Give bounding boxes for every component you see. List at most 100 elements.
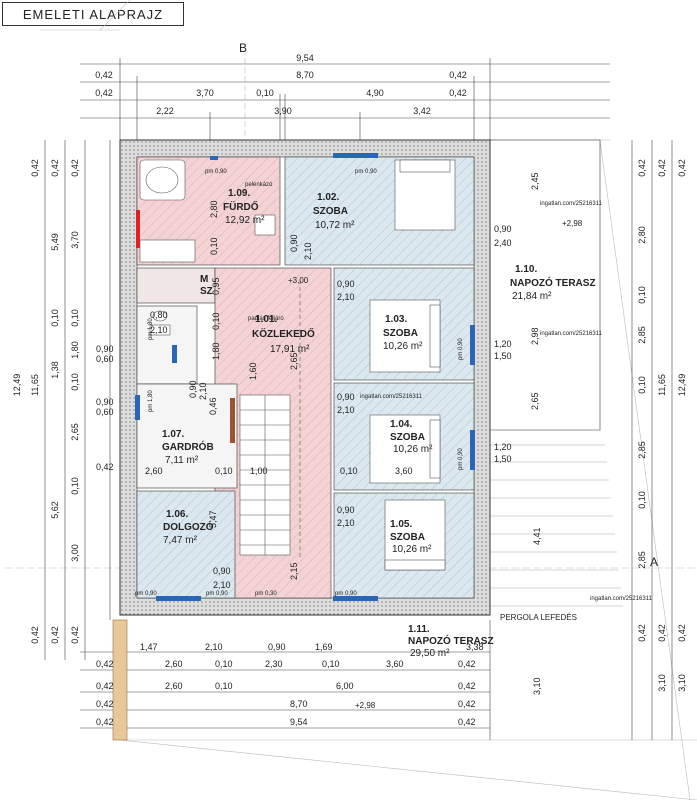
inner-dim: 2,15 [289,562,299,580]
dim-right: 0,10 [637,376,647,394]
dim-bottom: 2,60 [165,659,183,669]
dimension-lines-top [80,58,610,140]
room-110-name: NAPOZÓ TERASZ [510,276,596,289]
furniture [139,159,456,571]
dim-bottom: 0,42 [96,699,114,709]
dim-bottom: 0,42 [458,699,476,709]
sink [254,214,276,236]
dim-left: 0,42 [30,626,40,644]
dim-top: 0,42 [95,88,113,98]
dim-bottom: 0,10 [215,659,233,669]
pm-label: pm 0,90 [205,169,227,175]
dim-top-total: 9,54 [296,53,314,63]
dim-right: 2,80 [637,226,647,244]
room-102-num: 1.02. [317,192,339,203]
inner-dim: 0,90 [188,380,198,398]
room-110-num: 1.10. [515,264,537,275]
inner-dim: 4,41 [532,527,542,545]
room-110-area: 21,84 m² [512,291,552,302]
pm-label: pm 0,90 [335,591,357,597]
dim-bottom: 0,10 [322,659,340,669]
level-terrace: +2,98 [562,219,583,228]
inner-dim: 0,60 [96,407,114,417]
room-107-name: GARDRÓB [162,440,214,453]
dim-right: 12,49 [677,374,687,397]
inner-dim: 1,20 [494,442,512,452]
inner-dim: 2,10 [337,405,355,415]
inner-dim: 2,80 [209,200,219,218]
misc-labels: M SZ +3,00 +2,98 +2,98 PERGOLA LEFEDÉS p… [135,169,653,710]
dim-bottom: 1,47 [140,642,158,652]
room-101-num: 1.01. [255,314,277,325]
inner-dim: 2,40 [494,238,512,248]
inner-dim: 2,10 [150,325,168,335]
axis-b-label: B [239,41,247,55]
room-111-num: 1.11. [408,624,430,635]
inner-dim: 1,20 [494,339,512,349]
room-wc-fill [136,267,216,304]
inner-dim: 2,65 [289,352,299,370]
padlas-label: padlás feljáró [248,316,284,322]
dim-bottom: 8,70 [290,699,308,709]
inner-dim: 1,50 [494,454,512,464]
dim-left: 0,42 [50,626,60,644]
dim-bottom: 0,42 [96,681,114,691]
plan-title: EMELETI ALAPRAJZ [2,2,184,26]
inner-dim: 0,90 [337,279,355,289]
dim-left: 3,70 [70,231,80,249]
shower [139,239,196,263]
door-brown [230,398,235,443]
watermark: ingatlan.com/25216311 [540,201,603,207]
room-111-area: 29,50 m² [410,648,450,659]
inner-dim: 1,60 [248,362,258,380]
inner-dim: 0,80 [150,310,168,320]
inner-dim: 2,10 [198,382,208,400]
dim-bottom: 3,10 [532,677,542,695]
inner-dim: 0,10 [215,466,233,476]
dimension-lines-bottom [80,620,491,740]
dim-left: 0,42 [50,159,60,177]
inner-dim: 5,47 [208,510,218,528]
room-101-area: 17,91 m² [270,344,310,355]
pm-label: pm 0,30 [255,591,277,597]
room-106-name: DOLGOZÓ [163,520,214,533]
inner-dim: 0,90 [96,397,114,407]
room-107-fill [136,383,238,489]
dim-top: 8,70 [296,70,314,80]
dim-left: 1,38 [50,361,60,379]
bed-103 [369,299,441,373]
dim-bottom: 0,42 [96,717,114,727]
dim-right: 0,42 [677,624,687,642]
room-107-area: 7,11 m² [165,455,199,466]
dim-top: 3,70 [196,88,214,98]
inner-dim: 0,46 [208,397,218,415]
dim-right: 3,10 [657,674,667,692]
bed-105 [384,499,446,571]
room-103-area: 10,26 m² [383,341,423,352]
inner-dim: 0,95 [211,277,221,295]
dim-top: 0,42 [449,88,467,98]
room-105-area: 10,26 m² [392,544,432,555]
dim-bottom: 2,60 [165,681,183,691]
dim-right: 2,85 [637,551,647,569]
dimension-text-bottom: 1,47 2,10 0,90 1,69 3,38 0,42 2,60 0,10 … [96,642,542,727]
room-storage-fill [136,305,198,385]
watermark: ingatlan.com/25216311 [540,331,603,337]
pelenkazo-label: pelenkázó [245,182,273,188]
inner-dim: 0,90 [337,392,355,402]
dim-right: 0,42 [677,159,687,177]
pm-label: pm 0,90 [458,448,464,470]
dim-bottom: 0,42 [96,659,114,669]
window [333,153,378,158]
terrace-110-area [489,139,601,431]
room-103-name: SZOBA [383,328,418,339]
window [135,395,140,420]
inner-dim: 2,10 [337,292,355,302]
inner-dim: 1,00 [250,466,268,476]
dim-bottom: 0,42 [458,717,476,727]
window [470,430,475,470]
dim-top: 0,42 [449,70,467,80]
dim-left: 2,65 [70,423,80,441]
room-104-area: 10,26 m² [393,444,433,455]
